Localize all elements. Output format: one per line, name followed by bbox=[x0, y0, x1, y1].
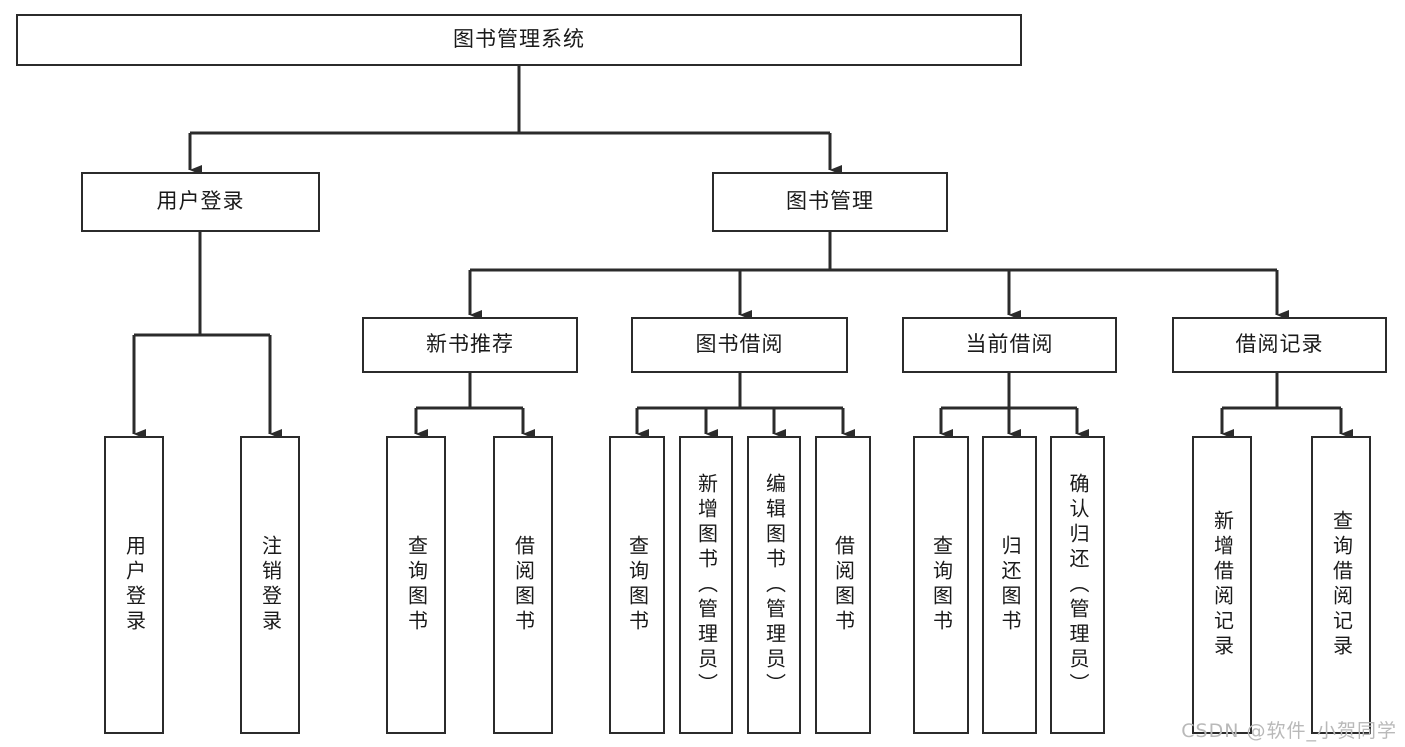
node-current-borrow[interactable]: 当前借阅 bbox=[902, 317, 1117, 373]
node-label: 查询图书 bbox=[625, 535, 650, 635]
node-label: 新增借阅记录 bbox=[1210, 510, 1235, 660]
leaf-query-book-borrow[interactable]: 查询图书 bbox=[609, 436, 665, 734]
node-label: 新书推荐 bbox=[426, 332, 514, 357]
node-label: 注销登录 bbox=[258, 535, 283, 635]
node-book-borrow[interactable]: 图书借阅 bbox=[631, 317, 848, 373]
leaf-logout[interactable]: 注销登录 bbox=[240, 436, 300, 734]
leaf-add-borrow-record[interactable]: 新增借阅记录 bbox=[1192, 436, 1252, 734]
node-label: 借阅记录 bbox=[1235, 332, 1324, 357]
node-label: 借阅图书 bbox=[831, 535, 856, 635]
leaf-edit-book-admin[interactable]: 编辑图书（管理员） bbox=[747, 436, 801, 734]
leaf-user-login[interactable]: 用户登录 bbox=[104, 436, 164, 734]
node-root-system[interactable]: 图书管理系统 bbox=[16, 14, 1022, 66]
leaf-borrow-book-recommend[interactable]: 借阅图书 bbox=[493, 436, 553, 734]
leaf-query-book-current[interactable]: 查询图书 bbox=[913, 436, 969, 734]
csdn-watermark: CSDN @软件_小贺同学 bbox=[1181, 720, 1397, 742]
node-label: 归还图书 bbox=[998, 535, 1022, 635]
node-label: 查询图书 bbox=[404, 535, 429, 635]
node-label: 图书管理系统 bbox=[453, 27, 585, 52]
node-label: 查询借阅记录 bbox=[1329, 510, 1354, 660]
node-new-book-recommend[interactable]: 新书推荐 bbox=[362, 317, 578, 373]
node-book-management[interactable]: 图书管理 bbox=[712, 172, 948, 232]
node-label: 用户登录 bbox=[156, 189, 245, 214]
node-label: 查询图书 bbox=[929, 535, 954, 635]
node-borrow-record[interactable]: 借阅记录 bbox=[1172, 317, 1387, 373]
node-label: 新增图书（管理员） bbox=[694, 472, 719, 698]
node-label: 图书管理 bbox=[786, 189, 874, 214]
node-label: 编辑图书（管理员） bbox=[762, 472, 787, 698]
node-label: 图书借阅 bbox=[695, 332, 784, 357]
leaf-return-book[interactable]: 归还图书 bbox=[982, 436, 1037, 734]
leaf-add-book-admin[interactable]: 新增图书（管理员） bbox=[679, 436, 733, 734]
node-label: 确认归还（管理员） bbox=[1066, 472, 1090, 698]
node-label: 借阅图书 bbox=[511, 535, 536, 635]
leaf-confirm-return-admin[interactable]: 确认归还（管理员） bbox=[1050, 436, 1105, 734]
leaf-borrow-book[interactable]: 借阅图书 bbox=[815, 436, 871, 734]
leaf-query-book-recommend[interactable]: 查询图书 bbox=[386, 436, 446, 734]
leaf-query-borrow-record[interactable]: 查询借阅记录 bbox=[1311, 436, 1371, 734]
node-user-login[interactable]: 用户登录 bbox=[81, 172, 320, 232]
node-label: 当前借阅 bbox=[965, 332, 1054, 357]
node-label: 用户登录 bbox=[122, 535, 147, 635]
